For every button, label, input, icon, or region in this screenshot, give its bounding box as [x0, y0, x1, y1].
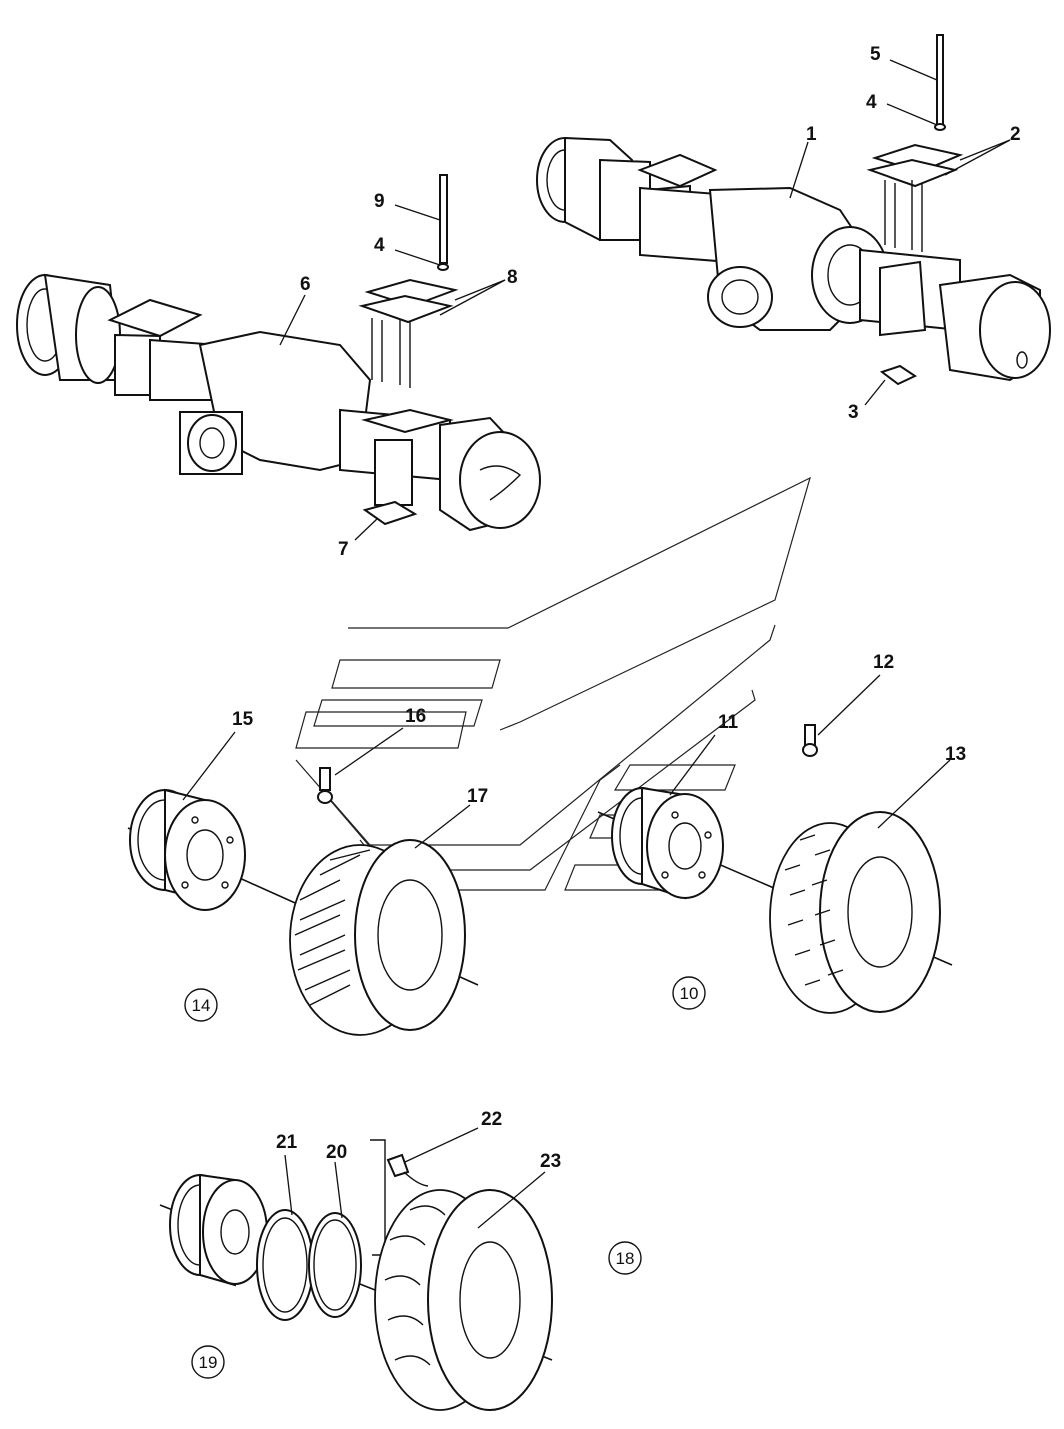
label-part-13: 13	[945, 744, 966, 765]
circle-19	[191, 1345, 225, 1379]
axle-front	[16, 174, 541, 532]
label-part-15: 15	[232, 709, 254, 730]
label-part-3: 3	[848, 402, 859, 423]
label-part-17: 17	[467, 786, 488, 807]
circled-label-19: 19	[199, 1353, 218, 1372]
label-part-1: 1	[806, 124, 817, 145]
label-part-6: 6	[300, 274, 311, 295]
callout-labels: 5 4 2 1 3 9 4 8 6 7 15 16 17 11 12 13 21…	[232, 44, 1021, 1172]
label-part-16: 16	[405, 706, 426, 727]
label-part-21: 21	[276, 1132, 298, 1153]
label-part-2: 2	[1010, 124, 1021, 145]
label-part-9: 9	[374, 191, 385, 212]
watermark-logo	[295, 476, 811, 891]
wheel-assembly-10	[597, 724, 953, 1014]
circled-label-10: 10	[680, 984, 699, 1003]
label-part-4-lower: 4	[374, 235, 385, 256]
label-part-8: 8	[507, 267, 518, 288]
circle-10	[672, 976, 706, 1010]
label-part-11: 11	[718, 712, 739, 733]
wheel-assembly-19	[159, 1139, 553, 1411]
label-part-22: 22	[481, 1109, 502, 1130]
wheel-assembly-14	[127, 767, 479, 1036]
circled-label-14: 14	[192, 996, 211, 1015]
label-part-5: 5	[870, 44, 881, 65]
circled-label-18: 18	[616, 1249, 635, 1268]
axle-rear	[536, 34, 1051, 386]
label-part-20: 20	[326, 1142, 347, 1163]
circle-14	[184, 988, 218, 1022]
circle-18	[608, 1241, 642, 1275]
leader-lines	[182, 59, 1011, 1229]
label-part-23: 23	[540, 1151, 561, 1172]
label-part-12: 12	[873, 652, 894, 673]
circled-assembly-labels: 14 10 18 19	[184, 976, 706, 1379]
label-part-4-upper: 4	[866, 92, 877, 113]
label-part-7: 7	[338, 539, 349, 560]
